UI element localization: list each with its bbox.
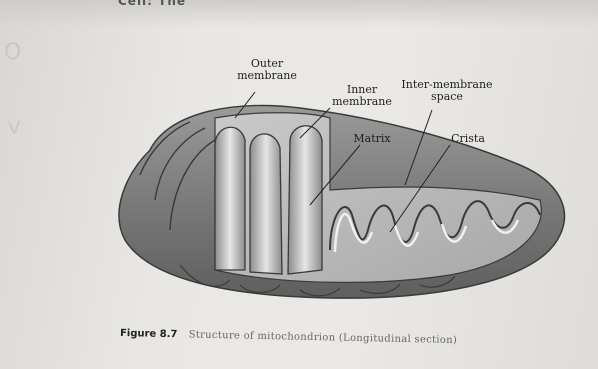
figure-number: Figure 8.7 [120, 328, 178, 340]
label-inter-membrane-space: Inter-membrane space [392, 79, 502, 103]
label-matrix: Matrix [342, 133, 402, 145]
label-crista: Crista [438, 133, 498, 145]
label-outer-membrane: Outer membrane [232, 58, 302, 82]
label-inner-membrane: Inner membrane [322, 84, 402, 108]
left-cristae [215, 126, 322, 274]
